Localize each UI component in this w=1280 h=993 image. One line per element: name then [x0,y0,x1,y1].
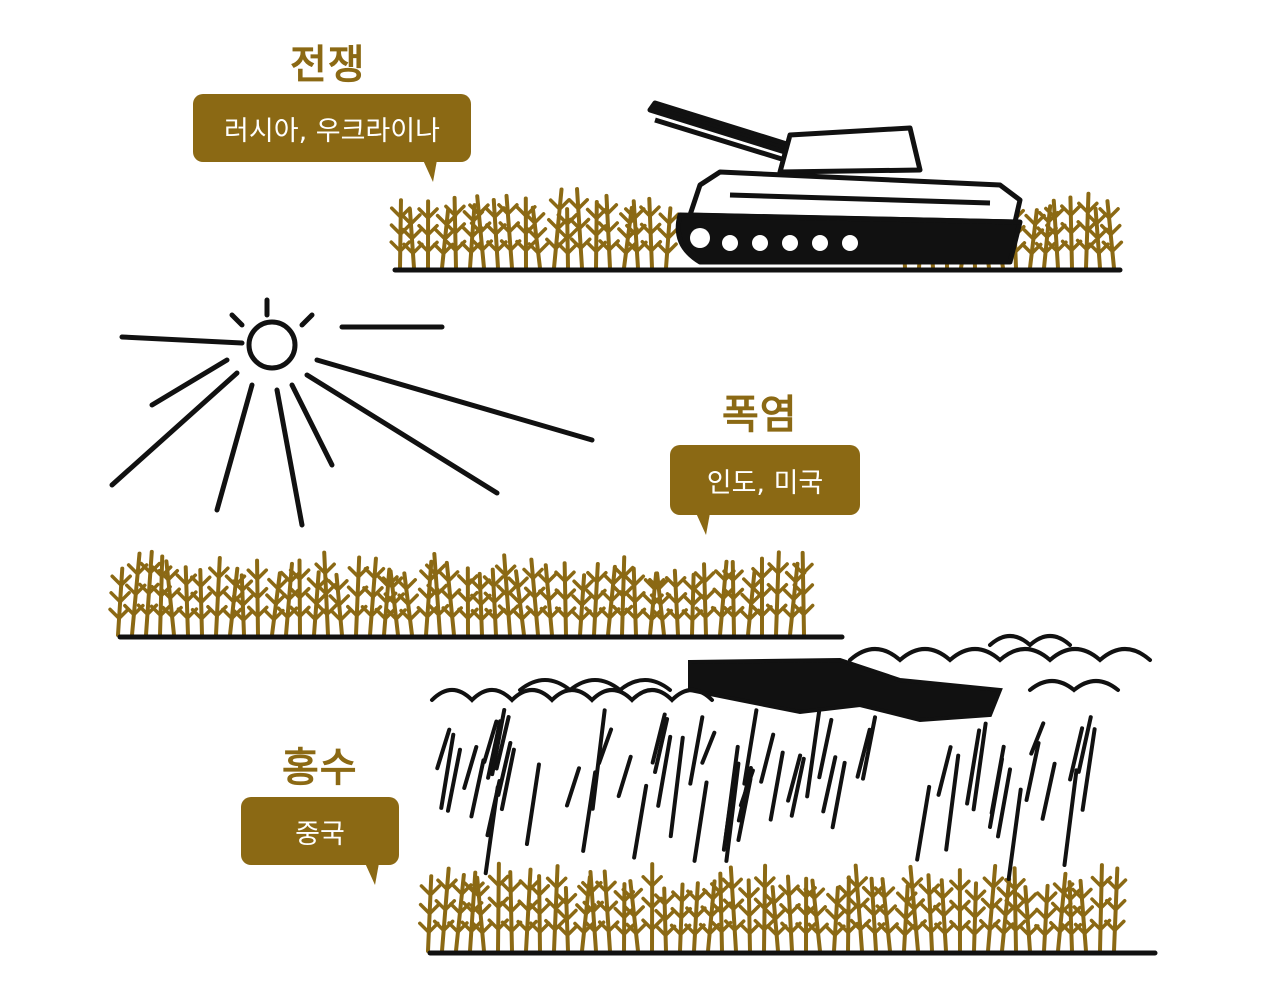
sun-icon [109,297,595,528]
ground-lines [117,267,1158,956]
heatwave-title: 폭염 [722,392,798,438]
war-title: 전쟁 [290,42,366,88]
heatwave-countries-label: 인도, 미국 [706,467,824,499]
rain-cloud-icon [430,634,1152,881]
bubble-tail [365,863,379,885]
bubble-tail [696,513,710,535]
flood-countries-label: 중국 [295,818,345,850]
heatwave-countries-bubble: 인도, 미국 [670,445,860,535]
flood-countries-bubble: 중국 [241,797,399,885]
flood-title: 홍수 [282,745,358,791]
war-countries-bubble: 러시아, 우크라이나 [193,94,471,182]
wheat-field-icons [108,187,1128,953]
bubble-tail [423,160,437,182]
tank-icon [647,100,1023,265]
war-countries-label: 러시아, 우크라이나 [224,115,440,147]
